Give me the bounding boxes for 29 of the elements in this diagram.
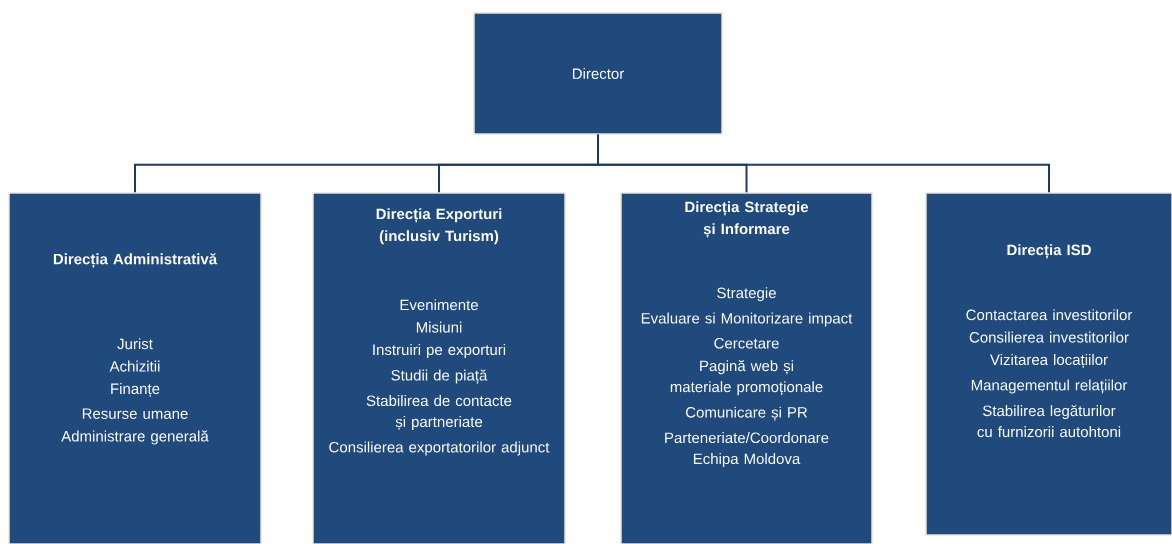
list-item: Finanțe — [111, 383, 160, 398]
list-item: Cercetare — [714, 337, 779, 349]
connector-line — [597, 133, 1050, 194]
department-heading: Direcția Administrativă — [53, 253, 218, 268]
list-item: Comunicare și PR — [686, 406, 808, 421]
list-item: Studii de piață — [391, 369, 488, 384]
box-label: Director — [573, 68, 624, 79]
list-item: Vizitarea locațiilor — [990, 354, 1108, 369]
list-item: Misiuni — [416, 321, 462, 333]
list-item: Parteneriate/Coordonare Echipa Moldova — [665, 432, 829, 468]
list-item: Stabilirea de contacte și partneriate — [366, 395, 512, 431]
department-heading: Direcția Strategie și Informare — [685, 201, 809, 238]
list-item: Evaluare si Monitorizare impact — [641, 312, 853, 327]
list-item: Jurist — [117, 338, 153, 350]
list-item: Administrare generală — [61, 430, 209, 445]
list-item: Pagină web și materiale promoționale — [670, 360, 823, 396]
list-item: Stabilirea legăturilor cu furnizorii autohtoni — [977, 404, 1121, 438]
list-item: Achizitii — [109, 360, 160, 372]
list-item: Evenimente — [400, 299, 478, 311]
list-item: Resurse umane — [82, 408, 188, 419]
department-heading: Direcția Exporturi (inclusiv Turism) — [376, 208, 502, 245]
list-item: Consilierea exportatorilor adjunct — [329, 441, 550, 456]
list-item: Managementul relațiilor — [971, 379, 1128, 394]
list-item: Instruiri pe exporturi — [373, 344, 506, 358]
list-item: Consilierea investitorilor — [969, 331, 1129, 343]
department-heading: Direcția ISD — [1007, 244, 1091, 259]
list-item: Contactarea investitorilor — [966, 309, 1133, 321]
list-item: Strategie — [717, 287, 776, 302]
director-box — [473, 12, 723, 135]
